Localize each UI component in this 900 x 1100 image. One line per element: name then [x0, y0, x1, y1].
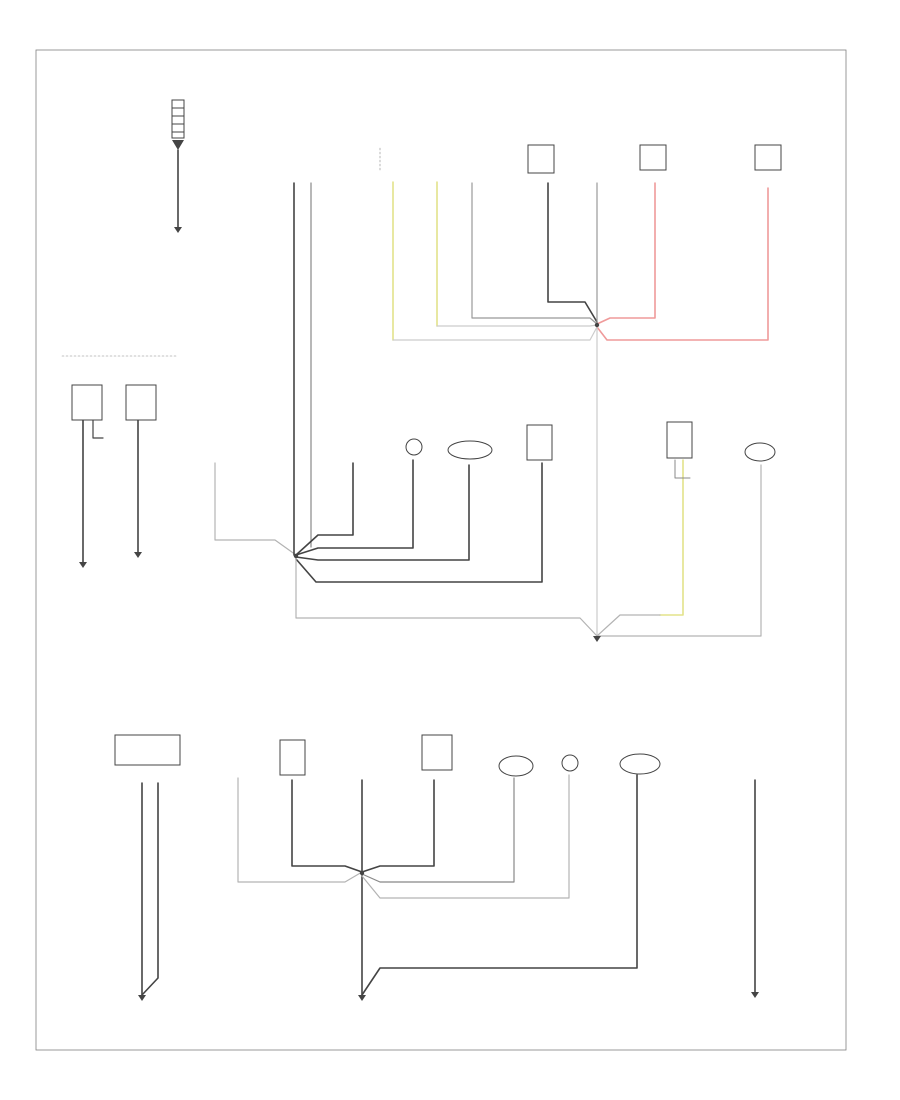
wire-mid-1 [214, 462, 297, 556]
wire-mid-8 [295, 556, 598, 637]
battery-plates [172, 107, 184, 133]
wire-return-1 [392, 326, 598, 341]
wire-mid-6 [295, 464, 470, 561]
wire-low-2 [291, 779, 363, 873]
connector-low-2 [279, 739, 306, 776]
wire-module-a-stub [92, 419, 104, 439]
diagram-frame [35, 49, 847, 1051]
lamp-4 [498, 755, 534, 777]
wire-low-7 [361, 774, 638, 996]
wire-red-2 [596, 187, 769, 341]
battery-terminal [172, 140, 184, 150]
wire-mid-5 [295, 459, 414, 556]
wire-low-4 [361, 779, 435, 873]
wire-low-1 [237, 777, 363, 883]
wire-right-3 [674, 459, 691, 479]
module-b [125, 384, 157, 421]
wires [61, 147, 769, 996]
wire-return-2 [436, 324, 598, 327]
components [71, 99, 782, 876]
grounds [79, 227, 759, 1001]
ground-module-a [79, 562, 87, 568]
wire-lower-left-2 [141, 782, 159, 996]
lamp-5 [561, 754, 579, 772]
wire-gray-1 [471, 182, 598, 325]
ground-lower-left [138, 995, 146, 1001]
lamp-1 [405, 438, 423, 456]
splice-mid [293, 553, 299, 559]
wire-red-1 [596, 182, 656, 325]
connector-ts-2 [754, 144, 782, 171]
wire-low-5 [361, 777, 515, 883]
wire-low-6 [361, 774, 570, 899]
wire-mid-4 [295, 462, 354, 556]
battery-symbol [171, 99, 185, 139]
wire-right-1 [596, 614, 661, 637]
wire-mid-7 [295, 462, 543, 583]
ground-lower-mid [358, 995, 366, 1001]
connector-mid-2 [666, 421, 693, 459]
connector-ts-1 [639, 144, 667, 171]
wire-black-1 [547, 182, 598, 323]
connector-low-3 [421, 734, 453, 771]
ground-module-b [134, 552, 142, 558]
connector-low-1 [114, 734, 181, 766]
splice-top [594, 322, 600, 328]
lamp-2 [447, 440, 493, 460]
lamp-6 [619, 753, 661, 775]
wire-right-2 [596, 464, 762, 637]
lamp-3 [744, 442, 776, 462]
wire-yellow-3 [659, 459, 684, 616]
connector-pcm [527, 144, 555, 174]
module-a [71, 384, 103, 421]
connector-mid-1 [526, 424, 553, 461]
ground-battery [174, 227, 182, 233]
ground-main [593, 636, 601, 642]
ground-lower-right [751, 992, 759, 998]
splice-low [359, 870, 365, 876]
